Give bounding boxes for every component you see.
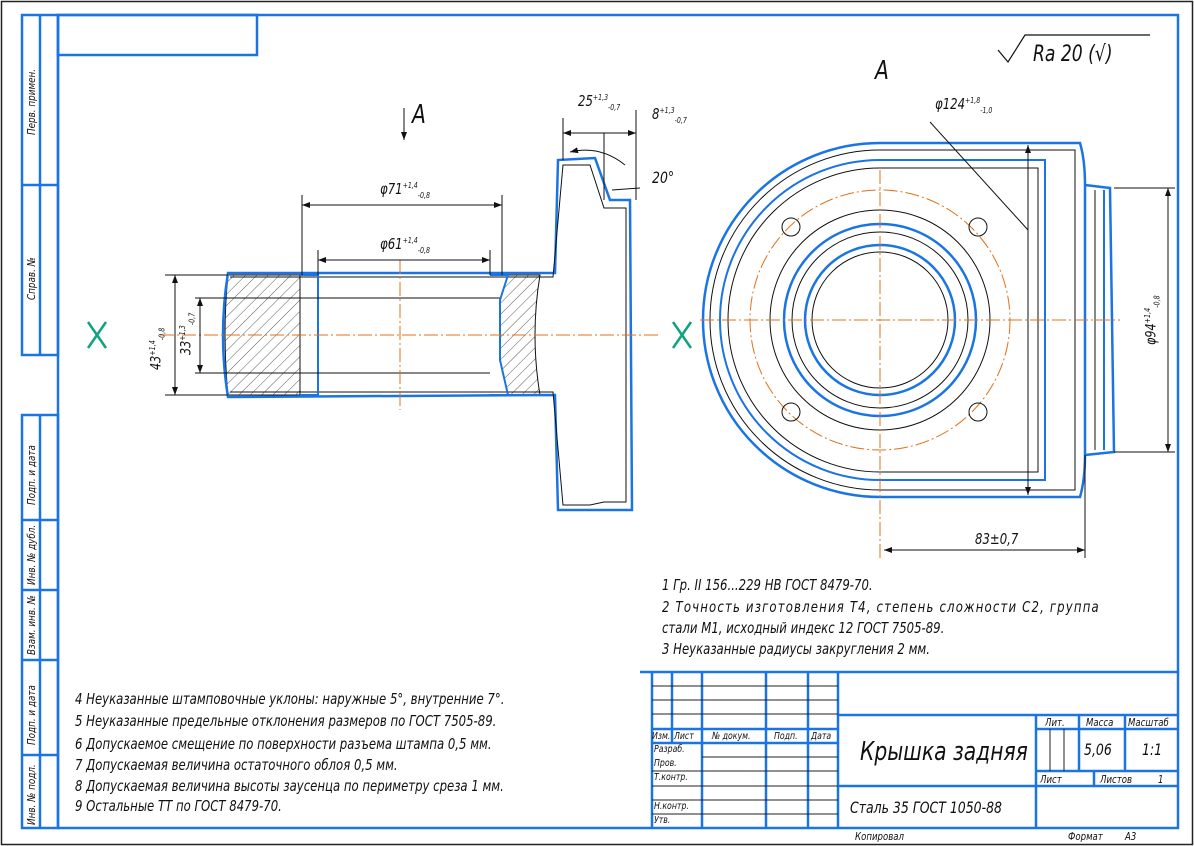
dim-43: 43+1,4-0,8 (148, 327, 167, 370)
tb-role-tkontr: Т.контр. (654, 772, 688, 783)
section-view (86, 108, 693, 512)
stamp-podp-data-2: Подп. и дата (25, 685, 38, 745)
note-2: 2 Точность изготовления Т4, степень слож… (662, 598, 1100, 616)
dim-d124: φ124+1,8-1,0 (935, 95, 993, 115)
note-8: 8 Допускаемая величина высоты заусенца п… (75, 777, 504, 795)
dim-d61: φ61+1,4-0,8 (380, 235, 430, 255)
dim-angle: 20° (652, 168, 675, 187)
tb-mass: 5,06 (1084, 740, 1112, 759)
note-2-cont: стали М1, исходный индекс 12 ГОСТ 7505-8… (662, 619, 945, 637)
part-name: Крышка задняя (860, 737, 1028, 767)
tb-sheets-label: Листов (1100, 773, 1133, 786)
tb-mass-label: Масса (1086, 716, 1114, 729)
front-view-a (700, 121, 1175, 560)
title-block-grid (640, 670, 1178, 828)
tb-header-list: Лист (674, 731, 694, 742)
dim-83: 83±0,7 (975, 530, 1019, 548)
note-5: 5 Неуказанные предельные отклонения разм… (75, 712, 497, 730)
note-9: 9 Остальные ТТ по ГОСТ 8479-70. (75, 797, 282, 815)
center-mark-right (671, 321, 693, 349)
tb-header-data: Дата (811, 731, 832, 742)
tb-copied: Копировал (855, 830, 905, 843)
tb-header-izm: Изм. (652, 731, 671, 742)
tb-sheets: 1 (1158, 773, 1164, 786)
tb-role-prov: Пров. (654, 758, 677, 769)
stamp-podp-data-1: Подп. и дата (25, 445, 38, 505)
tb-role-nkontr: Н.контр. (654, 801, 689, 812)
dim-d71: φ71+1,4-0,8 (380, 180, 430, 200)
tb-role-razrab: Разраб. (654, 744, 685, 755)
stamp-sprav-no: Справ. № (25, 257, 38, 300)
roughness-symbol (997, 34, 1150, 64)
dim-33: 33+1,3-0,7 (178, 312, 197, 355)
tb-sheet-label: Лист (1040, 773, 1062, 786)
stamp-perv-primen: Перв. примен. (25, 68, 38, 135)
dim-d94: φ94+1,4-0,8 (1143, 295, 1162, 345)
stamp-vzam-inv: Взам. инв. № (25, 595, 38, 655)
note-1: 1 Гр. II 156...229 HB ГОСТ 8479-70. (662, 576, 873, 594)
tb-header-doc: № докум. (712, 731, 751, 742)
tb-format: A3 (1125, 830, 1137, 843)
tb-header-podp: Подп. (774, 731, 798, 742)
dim-8: 8+1,3-0,7 (652, 105, 687, 125)
roughness-label: Ra 20 (√) (1033, 42, 1113, 67)
note-6: 6 Допускаемое смещение по поверхности ра… (75, 735, 492, 753)
stamp-inv-podl: Инв. № подл. (25, 764, 38, 825)
tb-scale: 1:1 (1142, 740, 1163, 759)
material: Сталь 35 ГОСТ 1050-88 (850, 798, 1003, 817)
dim-25: 25+1,3-0,7 (578, 92, 621, 112)
note-3: 3 Неуказанные радиусы закругления 2 мм. (662, 640, 930, 658)
stamp-inv-dubl: Инв. № дубл. (25, 524, 38, 585)
note-7: 7 Допускаемая величина остаточного облоя… (75, 756, 398, 774)
center-mark-left (86, 321, 108, 349)
tb-format-label: Формат (1068, 830, 1103, 843)
tb-lit-label: Лит. (1045, 716, 1065, 729)
section-arrow-label: A (412, 100, 426, 130)
tb-scale-label: Масштаб (1128, 716, 1169, 729)
view-label: A (875, 56, 889, 86)
note-4: 4 Неуказанные штамповочные уклоны: наруж… (75, 690, 505, 708)
tb-role-utv: Утв. (654, 815, 671, 826)
